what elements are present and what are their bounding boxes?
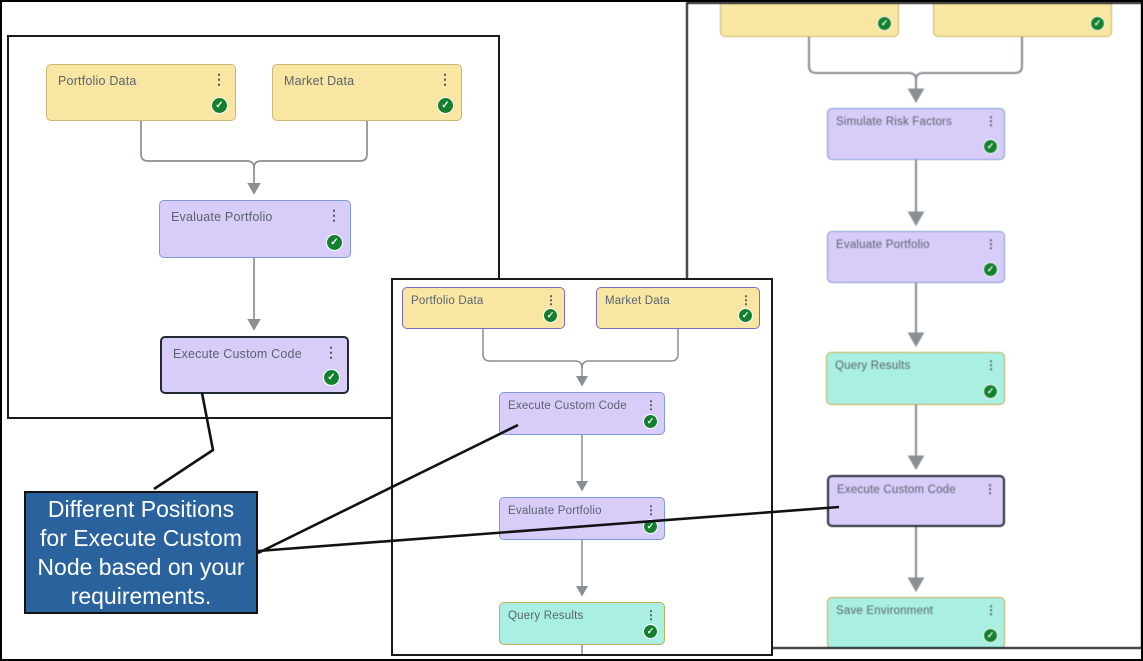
kebab-menu-icon[interactable]: ⋮ (212, 71, 226, 87)
flow-node[interactable]: Market Data ⋮ ✓ (272, 64, 462, 121)
flow-node[interactable]: Save Environment ⋮ ✓ (827, 597, 1005, 647)
node-label: Execute Custom Code (837, 484, 956, 496)
node-label: Simulate Risk Factors (836, 116, 953, 128)
kebab-menu-icon[interactable]: ⋮ (985, 358, 997, 372)
node-label: Evaluate Portfolio (508, 505, 602, 517)
node-label: Query Results (835, 360, 911, 372)
kebab-menu-icon[interactable]: ⋮ (645, 503, 657, 517)
kebab-menu-icon[interactable]: ⋮ (545, 293, 557, 307)
annotation-callout: Different Positions for Execute Custom N… (24, 491, 258, 614)
flow-node[interactable]: Evaluate Portfolio ⋮ ✓ (159, 200, 351, 258)
flow-edges (482, 329, 679, 654)
status-success-icon: ✓ (643, 414, 658, 429)
flow-node[interactable]: Query Results ⋮ ✓ (826, 352, 1005, 405)
flow-node[interactable]: ✓ (720, 4, 899, 37)
kebab-menu-icon[interactable]: ⋮ (985, 603, 997, 617)
status-success-icon: ✓ (643, 624, 658, 639)
flow-node[interactable]: Execute Custom Code ⋮ ✓ (499, 392, 665, 435)
flow-node[interactable]: Portfolio Data ⋮ ✓ (402, 287, 565, 329)
node-label: Portfolio Data (411, 295, 484, 307)
status-success-icon: ✓ (983, 139, 998, 154)
status-success-icon: ✓ (877, 16, 892, 31)
flow-panel-top-left: Portfolio Data ⋮ ✓ Market Data ⋮ ✓ Evalu… (7, 35, 500, 419)
status-success-icon: ✓ (326, 234, 343, 251)
node-label: Market Data (284, 74, 355, 88)
annotation-text-line: requirements. (70, 582, 212, 609)
kebab-menu-icon[interactable]: ⋮ (645, 608, 657, 622)
status-success-icon: ✓ (1090, 16, 1105, 31)
status-success-icon: ✓ (738, 308, 753, 323)
flow-node[interactable]: ✓ (933, 4, 1112, 37)
kebab-menu-icon[interactable]: ⋮ (324, 344, 338, 360)
status-success-icon: ✓ (643, 519, 658, 534)
annotation-text-line: for Execute Custom (40, 524, 242, 551)
flow-node[interactable]: Simulate Risk Factors ⋮ ✓ (827, 108, 1005, 160)
kebab-menu-icon[interactable]: ⋮ (438, 71, 452, 87)
status-success-icon: ✓ (323, 369, 340, 386)
status-success-icon: ✓ (543, 308, 558, 323)
node-label: Query Results (508, 610, 584, 622)
status-success-icon: ✓ (983, 384, 998, 399)
node-label: Evaluate Portfolio (171, 210, 273, 224)
node-label: Save Environment (836, 605, 934, 617)
status-success-icon: ✓ (437, 97, 454, 114)
flow-node[interactable]: Execute Custom Code ⋮ ✓ (160, 336, 349, 394)
flow-node[interactable]: Evaluate Portfolio ⋮ ✓ (827, 231, 1005, 283)
node-label: Evaluate Portfolio (836, 239, 930, 251)
node-label: Execute Custom Code (508, 400, 627, 412)
flow-node[interactable]: Market Data ⋮ ✓ (596, 287, 760, 329)
node-label: Execute Custom Code (173, 347, 302, 361)
flow-node[interactable]: Query Results ⋮ ✓ (499, 602, 665, 645)
kebab-menu-icon[interactable]: ⋮ (984, 482, 996, 496)
node-label: Market Data (605, 295, 670, 307)
status-success-icon: ✓ (211, 97, 228, 114)
flow-panel-middle: Portfolio Data ⋮ ✓ Market Data ⋮ ✓ Execu… (391, 278, 773, 656)
kebab-menu-icon[interactable]: ⋮ (985, 237, 997, 251)
annotation-text-line: Node based on your (37, 553, 245, 580)
status-success-icon: ✓ (983, 628, 998, 643)
status-success-icon: ✓ (983, 262, 998, 277)
kebab-menu-icon[interactable]: ⋮ (740, 293, 752, 307)
flow-node[interactable]: Evaluate Portfolio ⋮ ✓ (499, 497, 665, 540)
kebab-menu-icon[interactable]: ⋮ (327, 207, 341, 223)
kebab-menu-icon[interactable]: ⋮ (985, 114, 997, 128)
annotation-text-line: Different Positions (47, 495, 235, 522)
kebab-menu-icon[interactable]: ⋮ (645, 398, 657, 412)
flow-node[interactable]: Execute Custom Code ⋮ (827, 475, 1005, 527)
flow-node[interactable]: Portfolio Data ⋮ ✓ (46, 64, 236, 121)
node-label: Portfolio Data (58, 74, 137, 88)
